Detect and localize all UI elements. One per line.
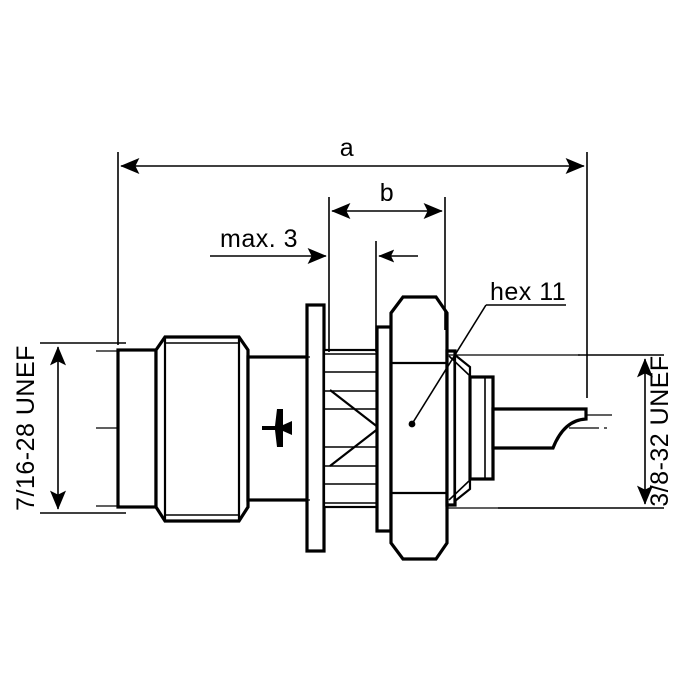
right-thread-callout: 3/8-32 UNEF — [498, 354, 674, 509]
b-length-dimension: b — [328, 179, 446, 352]
connector-body — [116, 295, 588, 561]
hex-callout-label: hex 11 — [490, 278, 566, 306]
rear-boss — [468, 375, 495, 481]
rear-collar — [445, 349, 472, 507]
overall-length-label: a — [340, 134, 354, 162]
mounting-flange — [305, 303, 326, 553]
coupling-nut-left — [116, 335, 250, 523]
panel-thickness-dimension: max. 3 — [210, 225, 418, 352]
hex-callout: hex 11 — [408, 278, 566, 428]
center-contact-marker — [262, 409, 292, 447]
hex-nut — [389, 295, 449, 561]
panel-thickness-label: max. 3 — [220, 225, 298, 253]
solder-pin-tail — [491, 407, 588, 450]
right-thread-label: 3/8-32 UNEF — [646, 355, 674, 506]
left-thread-label: 7/16-28 UNEF — [12, 345, 40, 511]
panel-thread-section — [322, 348, 382, 509]
left-thread-callout: 7/16-28 UNEF — [12, 342, 126, 514]
projection-lines — [96, 350, 612, 509]
overall-length-dimension: a — [117, 134, 588, 398]
b-length-label: b — [380, 179, 394, 207]
lock-washer — [375, 325, 393, 533]
